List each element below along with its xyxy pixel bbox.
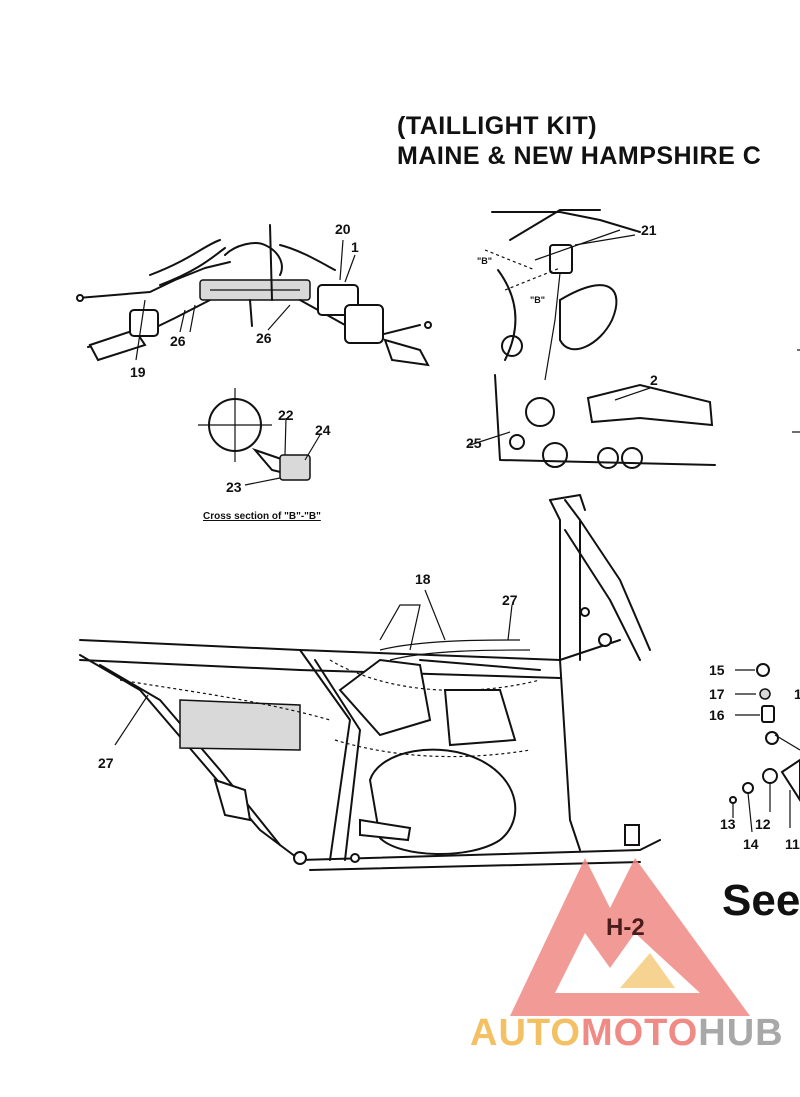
watermark-hub: HUB — [698, 1012, 784, 1054]
see-reference-text: See — [722, 876, 800, 925]
callout-19: 19 — [130, 364, 146, 380]
callout-14: 14 — [743, 836, 759, 852]
main-frame — [79, 494, 661, 871]
frame-detail-upper — [469, 209, 716, 469]
callout-22: 22 — [278, 407, 294, 423]
section-ref-b-2: "B" — [530, 295, 545, 305]
callout-18: 18 — [415, 571, 431, 587]
title-line-2: MAINE & NEW HAMPSHIRE C — [397, 142, 762, 170]
cross-section-detail — [198, 388, 321, 486]
callout-15: 15 — [709, 662, 725, 678]
callout-2: 2 — [650, 372, 658, 388]
callout-23: 23 — [226, 479, 242, 495]
callout-21: 21 — [641, 222, 657, 238]
title-line-1: (TAILLIGHT KIT) — [397, 112, 598, 140]
watermark-triangle-logo — [510, 858, 750, 1016]
callout-12: 12 — [755, 816, 771, 832]
callout-24: 24 — [315, 422, 331, 438]
callout-26-left: 26 — [170, 333, 186, 349]
callout-1-edge: 1 — [794, 686, 800, 702]
hardware-stack — [729, 349, 800, 833]
section-ref-b-1: "B" — [477, 256, 492, 266]
callout-1: 1 — [351, 239, 359, 255]
watermark-text: AUTOMOTOHUB — [470, 1012, 784, 1055]
callout-17: 17 — [709, 686, 725, 702]
callout-11: 11 — [785, 836, 800, 852]
callout-13: 13 — [720, 816, 736, 832]
page-reference: H-2 — [606, 914, 645, 941]
section-caption: Cross section of "B"-"B" — [203, 511, 321, 522]
handlebar-assembly — [76, 224, 432, 367]
callout-26-right: 26 — [256, 330, 272, 346]
callout-20: 20 — [335, 221, 351, 237]
watermark-auto: AUTO — [470, 1012, 581, 1054]
callout-27-top: 27 — [502, 592, 518, 608]
callout-25: 25 — [466, 435, 482, 451]
callout-16: 16 — [709, 707, 725, 723]
callout-27-left: 27 — [98, 755, 114, 771]
watermark-moto: MOTO — [580, 1012, 699, 1054]
